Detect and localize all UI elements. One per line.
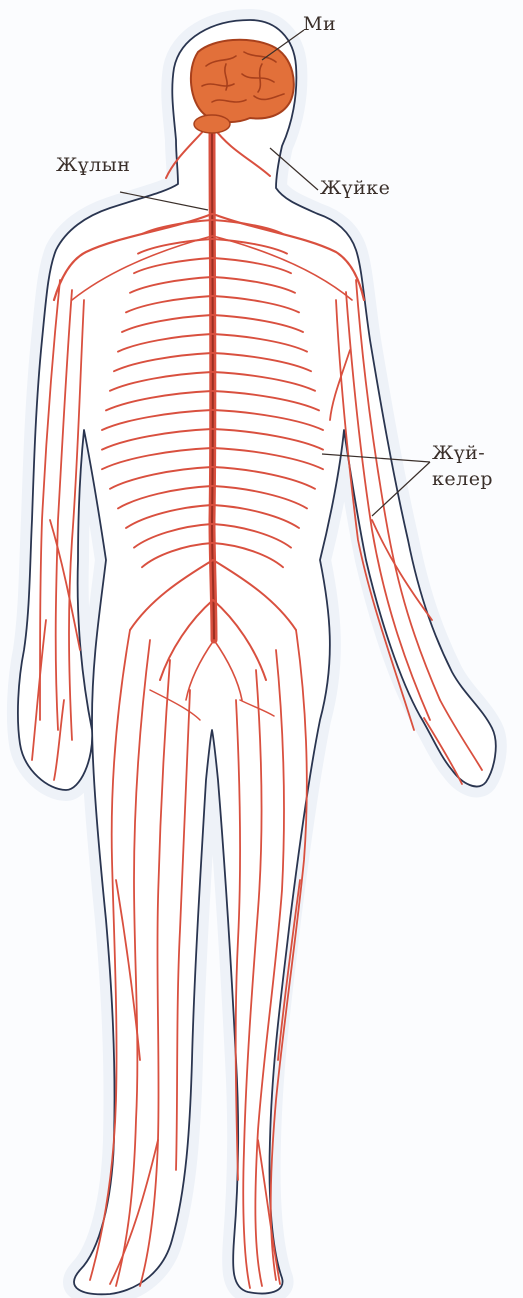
label-nerve: Жүйке (320, 178, 390, 200)
label-nerves-line2: келер (432, 469, 493, 491)
label-nerves-line1: Жүй- (432, 443, 485, 465)
label-spinal-cord: Жұлын (56, 155, 130, 177)
brain-cerebrum (191, 40, 294, 122)
brain-stem (194, 115, 230, 133)
label-brain: Ми (303, 14, 336, 36)
